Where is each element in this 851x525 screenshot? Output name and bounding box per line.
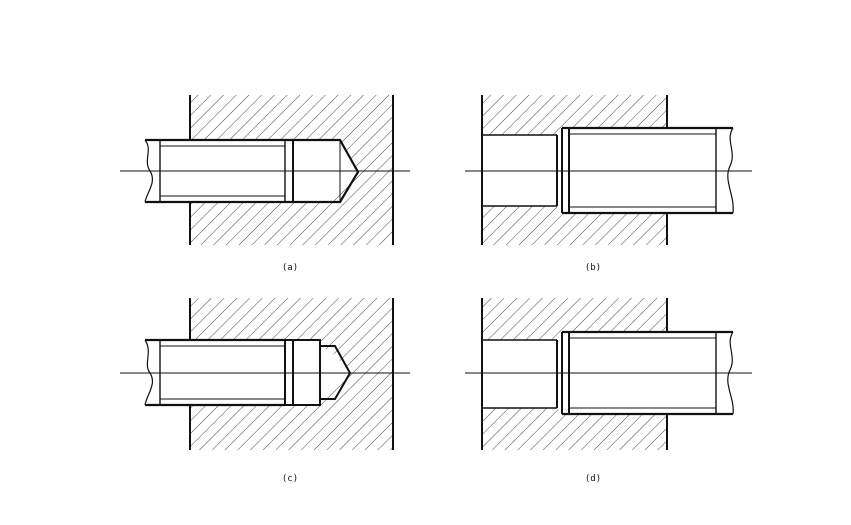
panel-c: (c) [120,298,410,484]
panel-b-housing-top [482,95,667,135]
panel-b-housing-bottom [482,206,667,245]
panel-b: (b) [465,95,752,273]
caption-b: (b) [585,263,601,273]
panel-d: (d) [465,298,752,484]
panel-c-stud [144,338,352,407]
panel-c-housing [190,298,393,450]
panel-b-bore [482,134,558,207]
panel-a: (a) [120,95,410,273]
panel-d-housing-top [482,298,667,340]
caption-d: (d) [585,474,601,484]
panel-a-housing-outline [189,95,394,245]
panel-c-housing-outline [189,298,394,450]
panel-d-bore [482,339,558,409]
caption-c: (c) [282,474,298,484]
panel-a-housing [190,95,393,245]
panel-b-housing-outline [481,95,668,245]
caption-a: (a) [282,263,298,273]
panel-b-stud [561,126,734,215]
panel-d-housing-bottom [482,408,667,450]
panel-d-housing-outline [481,298,668,450]
